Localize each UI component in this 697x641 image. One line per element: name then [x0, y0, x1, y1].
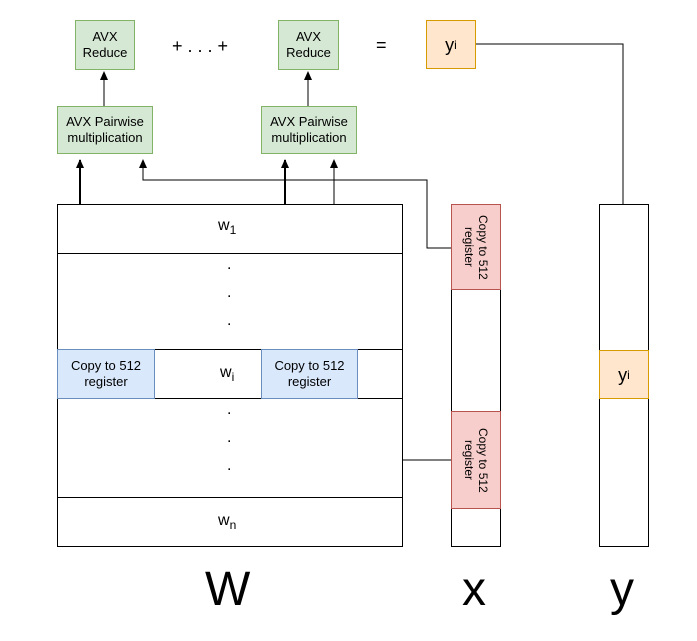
copy-register-w-right: Copy to 512 register — [261, 349, 358, 399]
dot: . — [227, 284, 232, 301]
copy-register-x-top-text: Copy to 512 register — [462, 215, 490, 280]
row-last-var: w — [218, 512, 230, 529]
copy-label-line1: Copy to 512 — [476, 214, 490, 280]
avx-reduce-box-left: AVX Reduce — [75, 20, 135, 70]
plus-dots: + . . . + — [172, 36, 229, 56]
pairwise-label-line2: multiplication — [67, 130, 143, 145]
matrix-w-name: W — [205, 563, 251, 616]
pairwise-label-line1: AVX Pairwise — [270, 114, 348, 129]
copy-label-line2: register — [287, 374, 332, 389]
copy-label-line2: register — [462, 226, 476, 267]
dot: . — [227, 429, 232, 446]
avx-pairwise-box-right: AVX Pairwise multiplication — [261, 106, 357, 154]
pairwise-label-line2: multiplication — [271, 130, 347, 145]
matrix-row-i-label: wi — [220, 364, 234, 384]
copy-label-line2: register — [84, 374, 128, 389]
matrix-row-1-label: w1 — [218, 217, 236, 237]
dot: . — [227, 401, 232, 418]
row-mid-sub: i — [231, 370, 235, 385]
result-sub: i — [454, 37, 457, 52]
copy-label-line2: register — [462, 439, 476, 480]
matrix-row-n — [57, 497, 403, 547]
equals-sign: = — [376, 35, 387, 55]
copy-register-x-top: Copy to 512 register — [451, 204, 501, 290]
dot: . — [227, 457, 232, 474]
copy-label-line1: Copy to 512 — [476, 427, 490, 493]
matrix-row-n-label: wn — [218, 512, 236, 532]
copy-register-x-bottom: Copy to 512 register — [451, 411, 501, 509]
result-var: y — [445, 34, 455, 55]
copy-register-x-bottom-text: Copy to 512 register — [462, 428, 490, 493]
reduce-label-line2: Reduce — [286, 45, 331, 60]
row-last-sub: n — [229, 518, 237, 533]
vector-y-name: y — [610, 563, 634, 616]
copy-label-line1: Copy to 512 — [274, 358, 345, 373]
dot: . — [227, 312, 232, 329]
result-var: y — [618, 364, 628, 385]
arrow-x-copy-top-to-pairwise — [139, 159, 451, 249]
row-first-var: w — [218, 217, 230, 234]
dot: . — [227, 256, 232, 273]
pairwise-label-line1: AVX Pairwise — [66, 114, 144, 129]
vector-x-name: x — [462, 563, 486, 616]
avx-pairwise-box-left: AVX Pairwise multiplication — [57, 106, 153, 154]
matrix-row-1 — [57, 204, 403, 254]
reduce-label-line2: Reduce — [82, 45, 128, 60]
row-mid-var: w — [220, 364, 232, 381]
copy-register-w-left: Copy to 512 register — [57, 349, 155, 399]
copy-label-line1: Copy to 512 — [70, 358, 142, 373]
result-sub: i — [627, 367, 630, 382]
row-first-sub: 1 — [229, 223, 237, 238]
reduce-label-line1: AVX — [295, 29, 322, 44]
avx-reduce-box-right: AVX Reduce — [278, 20, 339, 70]
reduce-label-line1: AVX — [92, 29, 118, 44]
